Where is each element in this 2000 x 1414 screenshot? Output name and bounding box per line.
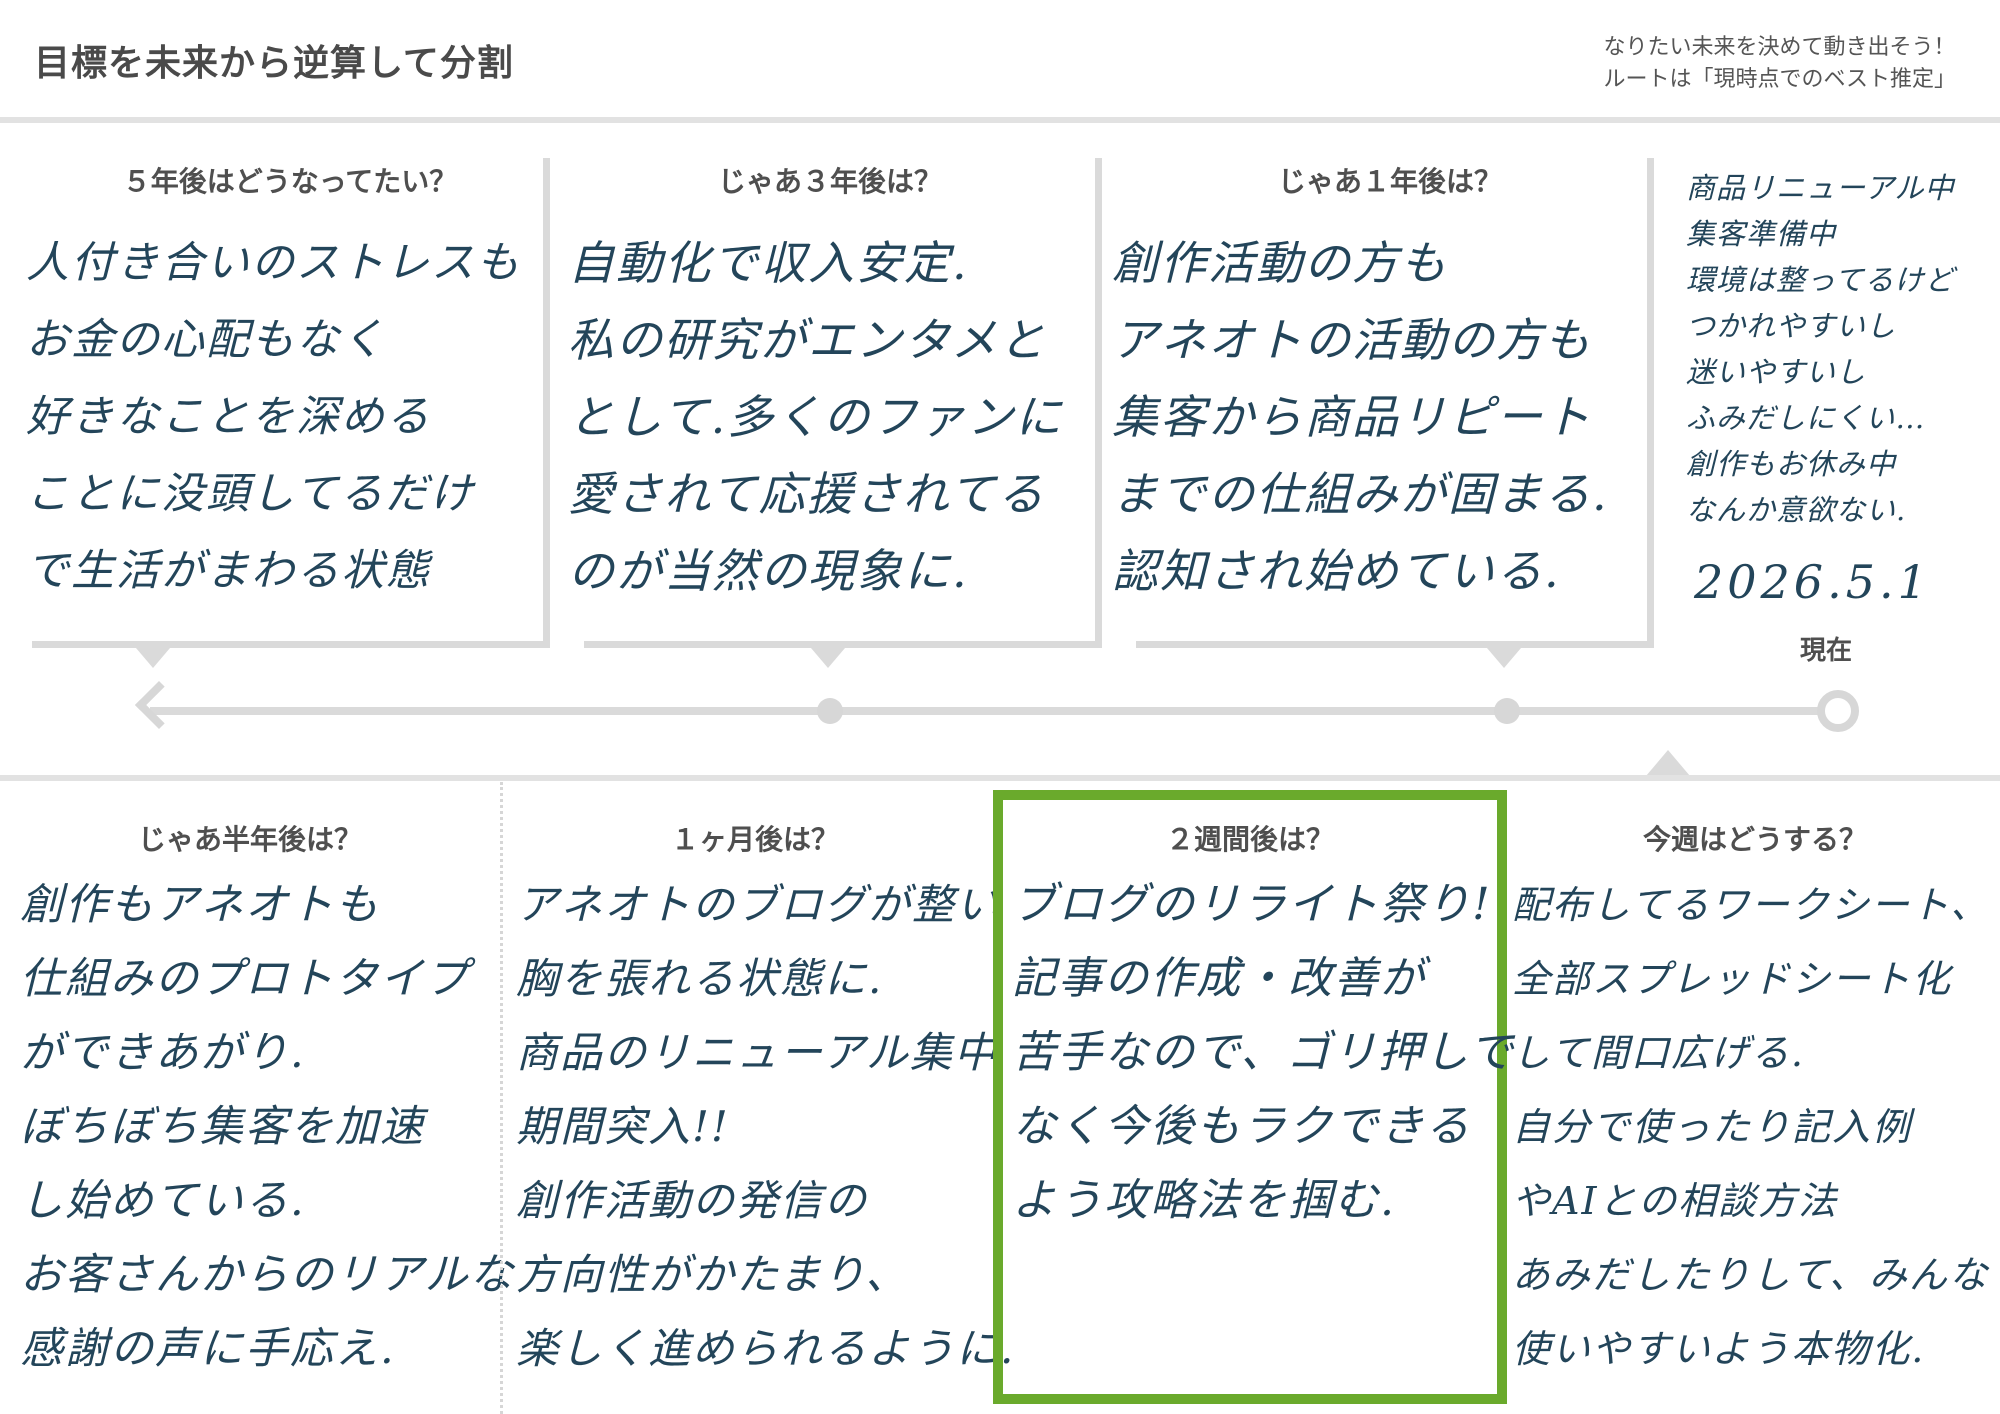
this-week-line: 配布してるワークシート、 <box>1512 883 1991 927</box>
five-year-line: 好きなことを深める <box>26 392 431 442</box>
this-week-heading: 今週はどうする？ <box>1642 823 1867 856</box>
two-weeks-line: 苦手なので、ゴリ押しで <box>1012 1027 1515 1078</box>
this-week-text: 配布してるワークシート、 全部スプレッドシート化 して間口広げる. 自分で使った… <box>1512 868 1990 1386</box>
one-year-line: までの仕組みが固まる. <box>1112 467 1609 521</box>
one-year-heading: じゃあ１年後は？ <box>1277 165 1502 198</box>
one-month-line: アネオトのブログが整い <box>516 880 1001 929</box>
two-weeks-highlight-box <box>993 790 1507 1404</box>
two-weeks-line: ブログのリライト祭り! <box>1012 879 1492 930</box>
this-week-line: やAIとの相談方法 <box>1512 1179 1839 1223</box>
two-weeks-heading: ２週間後は？ <box>1165 823 1334 856</box>
half-year-line: ができあがり. <box>20 1028 306 1078</box>
half-year-separator <box>500 782 503 1414</box>
one-month-line: 期間突入!! <box>516 1102 730 1151</box>
one-year-line: 集客から商品リピート <box>1112 390 1592 444</box>
current-label: 現在 <box>1800 636 1853 666</box>
current-state-line: 商品リニューアル中 <box>1686 171 1955 205</box>
three-year-border-bottom <box>584 641 1102 648</box>
one-year-border-right <box>1647 158 1654 648</box>
half-year-text: 創作もアネオトも 仕組みのプロトタイプ ができあがり. ぼちぼち集客を加速 し始… <box>20 868 515 1386</box>
three-year-border-right <box>1095 158 1102 648</box>
one-year-text: 創作活動の方も アネオトの活動の方も 集客から商品リピート までの仕組みが固まる… <box>1112 225 1609 610</box>
this-week-line: 全部スプレッドシート化 <box>1512 957 1953 1001</box>
three-year-heading: じゃあ３年後は？ <box>717 165 942 198</box>
half-year-heading: じゃあ半年後は？ <box>137 823 362 856</box>
two-weeks-line: なく今後もラクできる <box>1012 1101 1472 1152</box>
half-year-line: お客さんからのリアルな <box>20 1250 515 1300</box>
five-year-line: 人付き合いのストレスも <box>26 238 521 288</box>
two-weeks-text: ブログのリライト祭り! 記事の作成・改善が 苦手なので、ゴリ押しで なく今後もラ… <box>1012 868 1515 1238</box>
top-divider <box>0 117 2000 123</box>
current-state-line: つかれやすいし <box>1686 309 1897 343</box>
this-week-line: して間口広げる. <box>1512 1031 1805 1075</box>
two-weeks-line: よう攻略法を掴む. <box>1012 1175 1396 1226</box>
this-week-line: 自分で使ったり記入例 <box>1512 1105 1913 1149</box>
header-note-line2: ルートは「現時点でのベスト推定」 <box>1603 67 1956 92</box>
five-year-border-right <box>543 158 550 648</box>
header-note-line1: なりたい未来を決めて動き出そう！ <box>1603 35 1956 60</box>
current-date: 2026.5.1 <box>1694 555 1931 609</box>
five-year-line: で生活がまわる状態 <box>26 546 431 596</box>
one-year-pointer <box>1487 648 1521 668</box>
five-year-border-bottom <box>32 641 550 648</box>
current-state-line: なんか意欲ない. <box>1686 493 1907 527</box>
timeline-arrow-head-icon <box>134 680 184 730</box>
three-year-text: 自動化で収入安定. 私の研究がエンタメと として.多くのファンに 愛されて応援さ… <box>568 225 1063 610</box>
half-year-line: し始めている. <box>20 1176 306 1226</box>
two-weeks-line: 記事の作成・改善が <box>1012 953 1426 1004</box>
one-year-border-bottom <box>1136 641 1654 648</box>
one-year-line: 創作活動の方も <box>1112 236 1448 290</box>
three-year-line: として.多くのファンに <box>568 390 1064 444</box>
one-month-heading: １ヶ月後は？ <box>670 823 839 856</box>
header-note: なりたい未来を決めて動き出そう！ ルートは「現時点でのベスト推定」 <box>1604 32 1956 96</box>
five-year-heading: ５年後はどうなってたい？ <box>122 165 458 198</box>
one-month-text: アネオトのブログが整い 胸を張れる状態に. 商品のリニューアル集中 期間突入!!… <box>516 868 1015 1386</box>
this-week-line: 使いやすいよう本物化. <box>1512 1327 1926 1371</box>
one-month-line: 胸を張れる状態に. <box>516 954 884 1003</box>
current-state-text: 商品リニューアル中 集客準備中 環境は整ってるけど つかれやすいし 迷いやすいし… <box>1686 165 1955 533</box>
current-state-line: 創作もお休み中 <box>1686 447 1897 481</box>
five-year-line: お金の心配もなく <box>26 315 386 365</box>
half-year-line: 創作もアネオトも <box>20 880 380 930</box>
timeline-now-marker <box>1817 690 1859 732</box>
timeline-line <box>150 707 1835 715</box>
one-month-line: 方向性がかたまり、 <box>516 1250 910 1299</box>
one-year-line: アネオトの活動の方も <box>1112 313 1592 367</box>
this-week-line: あみだしたりして、みんな <box>1512 1253 1989 1297</box>
three-year-line: 自動化で収入安定. <box>568 236 969 290</box>
timeline-dot-three-year <box>817 698 843 724</box>
half-year-line: 仕組みのプロトタイプ <box>20 954 470 1004</box>
page-title: 目標を未来から逆算して分割 <box>34 43 514 84</box>
three-year-line: のが当然の現象に. <box>568 544 969 598</box>
current-state-line: 環境は整ってるけど <box>1686 263 1955 297</box>
one-month-line: 創作活動の発信の <box>516 1176 869 1225</box>
current-state-line: 集客準備中 <box>1686 217 1837 251</box>
half-year-line: 感謝の声に手応え. <box>20 1324 396 1374</box>
one-year-line: 認知され始めている. <box>1112 544 1561 598</box>
three-year-pointer <box>811 648 845 668</box>
three-year-line: 愛されて応援されてる <box>568 467 1046 521</box>
half-year-line: ぼちぼち集客を加速 <box>20 1102 425 1152</box>
timeline-dot-one-year <box>1494 698 1520 724</box>
middle-divider <box>0 775 2000 781</box>
one-month-line: 楽しく進められるように. <box>516 1324 1016 1373</box>
bottom-row-pointer <box>1646 750 1690 776</box>
one-month-line: 商品のリニューアル集中 <box>516 1028 998 1077</box>
five-year-text: 人付き合いのストレスも お金の心配もなく 好きなことを深める ことに没頭してるだ… <box>26 225 521 610</box>
current-state-line: 迷いやすいし <box>1686 355 1867 389</box>
current-state-line: ふみだしにくい… <box>1686 401 1926 435</box>
five-year-line: ことに没頭してるだけ <box>26 469 475 519</box>
three-year-line: 私の研究がエンタメと <box>568 313 1047 367</box>
five-year-pointer <box>136 648 170 668</box>
